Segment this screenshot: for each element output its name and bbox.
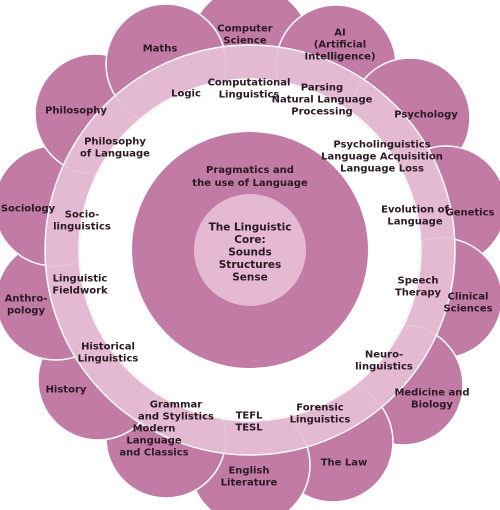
outer-label-maths: Maths: [143, 44, 178, 55]
ring-label-neurolinguistics: Neuro-linguistics: [355, 350, 413, 373]
outer-label-history: History: [46, 385, 87, 396]
ring-inner-edge: [78, 78, 422, 422]
linguistics-ring-band: [45, 45, 455, 455]
outer-label-genetics: Genetics: [446, 208, 495, 219]
outer-label-the-law: The Law: [321, 458, 368, 469]
center-circles: [132, 132, 368, 368]
ring-label-sociolinguistics: Socio-linguistics: [53, 210, 111, 233]
linguistic-core-circle: [194, 194, 306, 306]
ring-outer-edge: [44, 44, 456, 456]
ring-label-logic: Logic: [171, 89, 201, 100]
outer-label-psychology: Psychology: [394, 110, 458, 121]
outer-label-anthropology: Anthro-pology: [5, 294, 48, 317]
outer-label-sociology: Sociology: [1, 204, 56, 215]
outer-label-philosophy: Philosophy: [45, 106, 107, 117]
